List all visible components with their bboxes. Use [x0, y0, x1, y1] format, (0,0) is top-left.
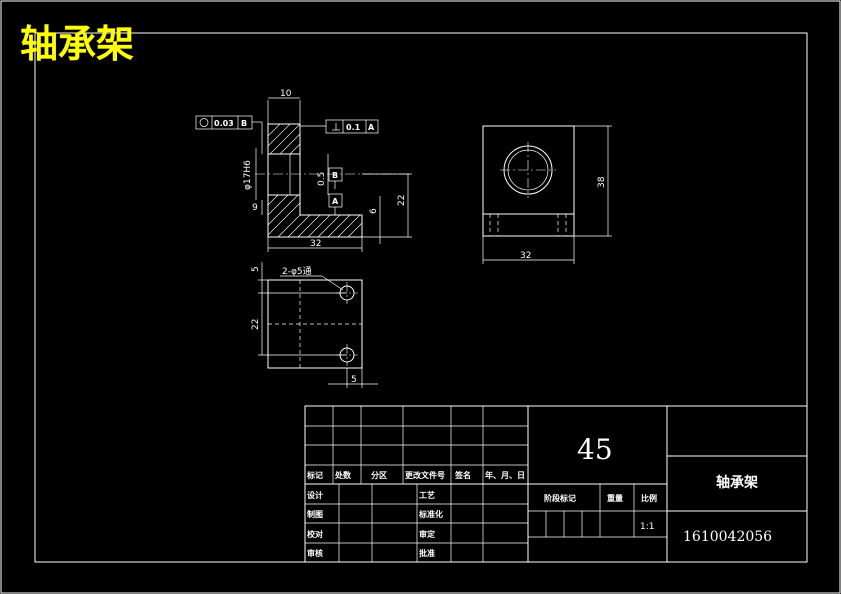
hdr-count: 处数 — [334, 470, 352, 480]
tol-perp-datum: A — [368, 123, 375, 132]
dim-base-width: 32 — [310, 239, 321, 249]
label-weight: 重量 — [607, 493, 623, 503]
side-view: 38 32 — [482, 125, 612, 264]
scale-value: 1:1 — [640, 522, 654, 532]
tol-runout-datum: B — [241, 119, 247, 128]
drawing-border — [34, 32, 808, 563]
dim-side-height: 38 — [597, 176, 607, 188]
hdr-doc: 更改文件号 — [405, 470, 445, 480]
datum-b-label: B — [332, 171, 338, 180]
hdr-date: 年、月、日 — [485, 470, 525, 480]
top-view: 2-φ5通 5 22 5 — [251, 262, 378, 388]
section-hatching — [267, 123, 363, 238]
label-approve: 批准 — [419, 548, 435, 558]
dim-bore-dia: φ17H6 — [243, 160, 253, 190]
dim-hole-offset: 5 — [251, 266, 261, 272]
label-stage: 阶段标记 — [544, 493, 576, 503]
label-standard: 标准化 — [418, 509, 443, 519]
dim-height-6: 6 — [369, 208, 379, 214]
dim-side-width: 32 — [520, 251, 531, 261]
front-section-view: 10 φ17H6 0.5 9 22 6 32 0.03 B — [195, 89, 412, 252]
dim-hole-spacing: 22 — [251, 319, 261, 330]
label-audit: 审定 — [419, 529, 435, 539]
tol-perp-value: 0.1 — [346, 123, 361, 132]
label-draw: 制图 — [307, 509, 323, 519]
material: 45 — [577, 433, 613, 466]
part-name: 轴承架 — [716, 474, 758, 491]
drawing-title: 轴承架 — [20, 22, 134, 66]
label-check: 校对 — [307, 529, 323, 539]
label-ratio: 比例 — [641, 493, 657, 503]
hdr-mark: 标记 — [306, 470, 323, 480]
drawing-number: 1610042056 — [683, 529, 772, 545]
dim-hole-edge: 5 — [351, 375, 357, 385]
hdr-sign: 签名 — [454, 470, 471, 480]
note-holes: 2-φ5通 — [282, 266, 312, 277]
hdr-zone: 分区 — [371, 470, 387, 480]
title-block: 标记 处数 分区 更改文件号 签名 年、月、日 设计 工艺 制图 标准化 校对 … — [304, 405, 808, 563]
label-design: 设计 — [307, 490, 323, 500]
dim-height-22: 22 — [397, 195, 407, 206]
label-craft: 工艺 — [419, 490, 435, 500]
dim-lower-height: 9 — [252, 203, 258, 213]
dim-top-width: 10 — [280, 89, 292, 99]
dim-groove: 0.5 — [317, 172, 327, 186]
tol-runout-value: 0.03 — [214, 119, 234, 128]
datum-a-label: A — [332, 197, 339, 206]
label-review: 审核 — [307, 548, 323, 558]
